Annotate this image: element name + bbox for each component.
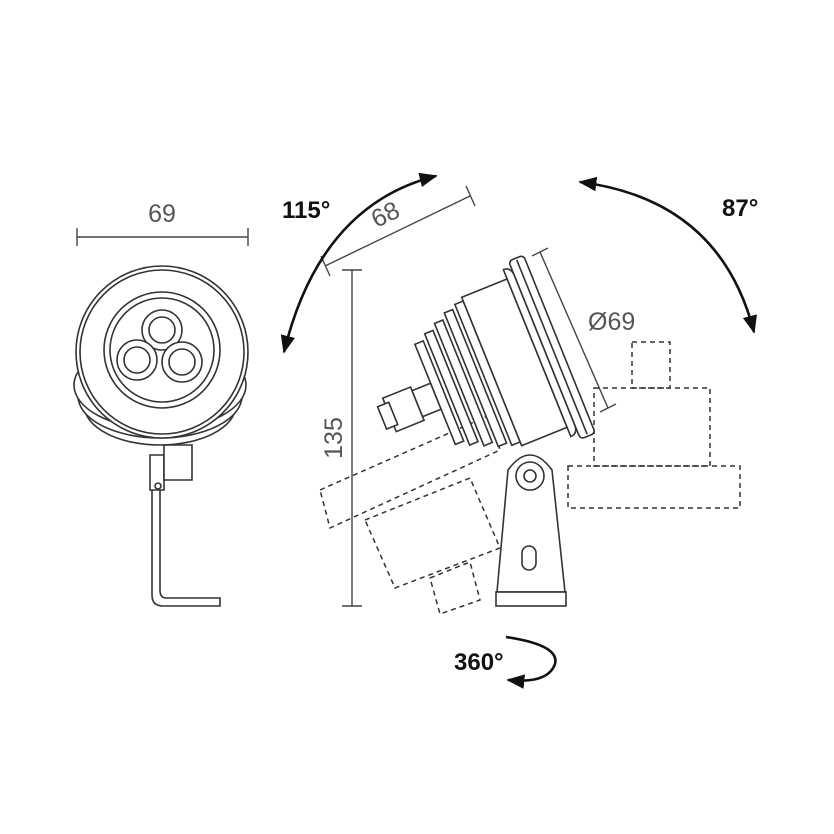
side-diameter-label: Ø69 (588, 308, 635, 336)
pan-rotation-arrow: 360° (454, 635, 557, 689)
front-led-cluster (116, 309, 203, 383)
front-width-dimension: 69 (76, 200, 249, 246)
tilt-back-angle-label: 115° (282, 197, 330, 224)
side-stand (495, 454, 567, 607)
side-lamp-body (376, 255, 595, 448)
tilt-back-arrow: 115° (280, 172, 438, 354)
front-bracket (149, 444, 221, 607)
front-view: 69 (73, 200, 249, 607)
tilt-forward-arrow: 87° (578, 176, 758, 334)
side-depth-label: 68 (367, 196, 404, 233)
front-width-label: 69 (148, 200, 176, 228)
side-height-label: 135 (320, 417, 348, 459)
pan-angle-label: 360° (454, 649, 504, 676)
alternate-position-back (567, 341, 741, 509)
front-housing (73, 265, 249, 446)
alternate-position-forward (319, 413, 501, 615)
tilt-forward-angle-label: 87° (722, 195, 758, 222)
side-height-dimension: 135 (320, 269, 362, 607)
side-view: 135 68 Ø69 (319, 185, 741, 615)
